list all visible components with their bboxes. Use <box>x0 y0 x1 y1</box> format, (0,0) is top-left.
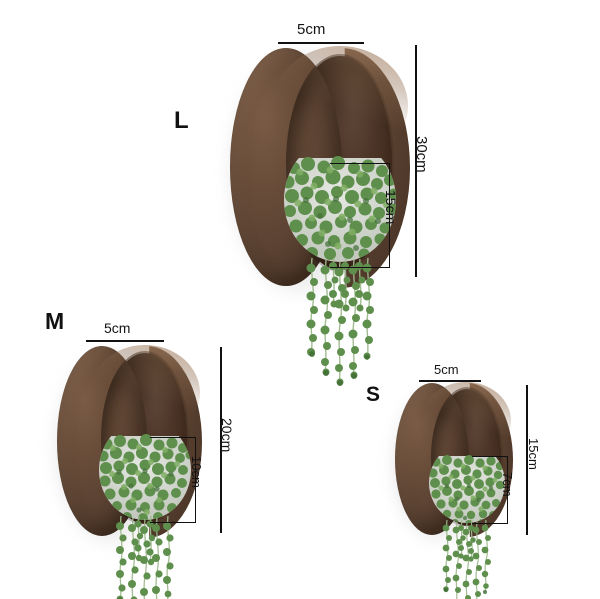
width-dimension-label-large: 5cm <box>297 21 326 38</box>
width-dimension-label-medium: 5cm <box>104 320 131 336</box>
plant-foliage-large <box>278 156 428 408</box>
width-dimension-line-small <box>419 380 481 382</box>
size-label-large: L <box>174 107 189 134</box>
size-label-small: S <box>366 383 381 406</box>
opening-dimension-label-medium: 10cm <box>189 456 204 488</box>
size-label-medium: M <box>45 308 65 334</box>
outer-height-dimension-line-medium <box>220 347 222 533</box>
planter-medium <box>55 340 205 599</box>
opening-dimension-bracket-large <box>330 163 390 268</box>
opening-dimension-label-small: 7cm <box>500 472 515 497</box>
width-dimension-line-medium <box>86 340 164 342</box>
width-dimension-label-small: 5cm <box>434 362 459 377</box>
outer-height-dimension-label-large: 30cm <box>413 136 430 173</box>
outer-height-dimension-line-small <box>526 385 528 535</box>
outer-height-dimension-label-small: 15cm <box>526 438 541 470</box>
width-dimension-line-large <box>278 42 364 44</box>
outer-height-dimension-label-medium: 20cm <box>219 418 235 453</box>
outer-height-dimension-line-large <box>415 45 417 277</box>
plant-foliage-small <box>427 455 527 599</box>
opening-dimension-label-large: 15cm <box>383 190 399 225</box>
